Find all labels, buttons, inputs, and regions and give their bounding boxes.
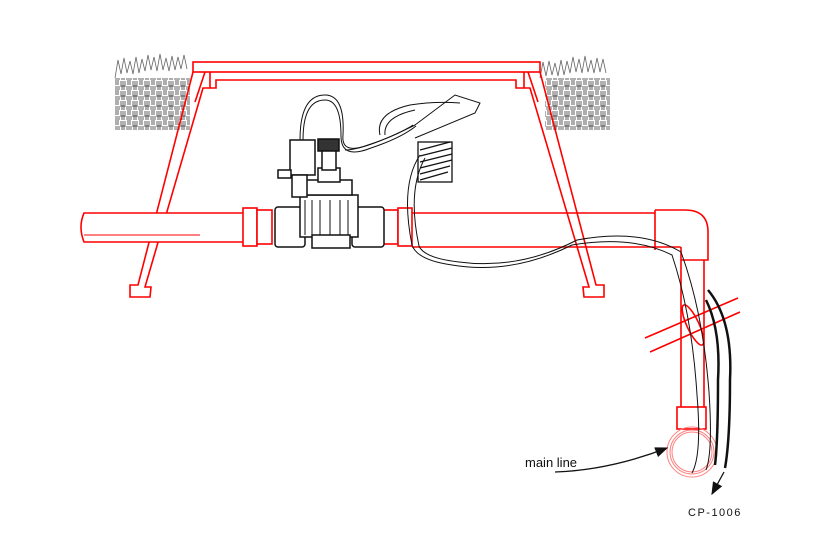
main-line-arrow — [554, 447, 669, 473]
trench-lines — [644, 297, 741, 353]
main-line-label: main line — [525, 455, 577, 470]
valve-box — [129, 61, 605, 298]
wires — [299, 94, 732, 474]
solenoid-valve — [274, 138, 385, 249]
soil-right — [539, 55, 610, 130]
cp-1006-label: CP-1006 — [688, 507, 742, 519]
wire-coil — [417, 141, 453, 183]
lid — [192, 61, 541, 73]
cp-1006-arrow — [711, 471, 725, 496]
soil-left — [114, 53, 190, 130]
lateral-pipe — [80, 207, 709, 430]
